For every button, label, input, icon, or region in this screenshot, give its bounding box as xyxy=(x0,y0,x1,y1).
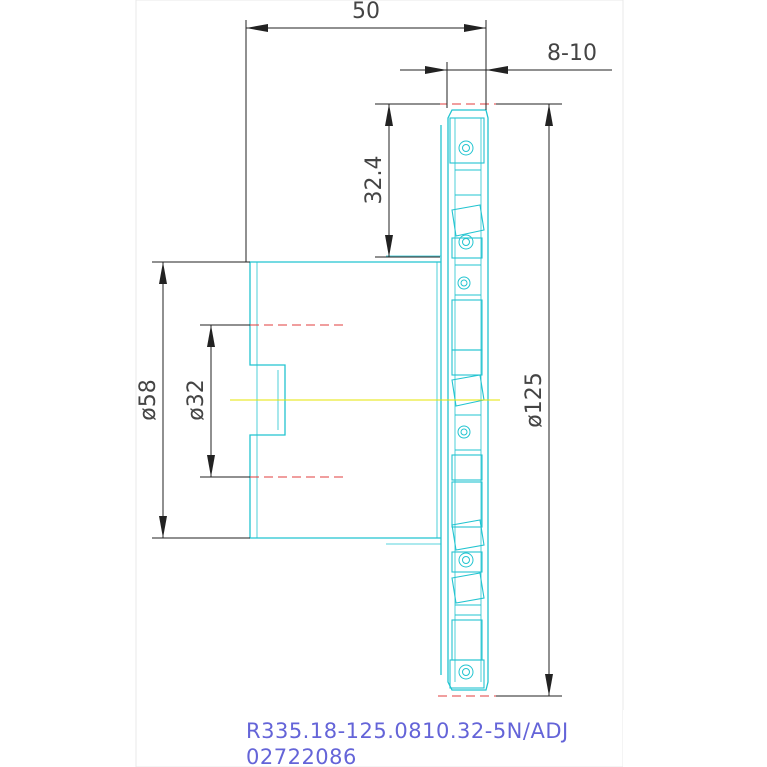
clamp-screws xyxy=(457,140,474,680)
dimension-shank-diameter-label: ø58 xyxy=(136,379,161,420)
dimension-length-label: 50 xyxy=(352,0,380,24)
drawing-frame xyxy=(135,0,624,767)
part-code: 02722086 xyxy=(246,745,357,767)
frame-clip-mask xyxy=(623,710,767,767)
dimension-lines xyxy=(152,20,612,697)
dimension-offset-label: 32.4 xyxy=(362,156,387,205)
dimension-cutter-diameter-label: ø125 xyxy=(522,372,547,427)
dimension-bore-diameter-label: ø32 xyxy=(184,379,209,420)
insert-pockets xyxy=(449,117,485,689)
part-designation: R335.18-125.0810.32-5N/ADJ xyxy=(246,719,569,743)
dimension-insert-width-label: 8-10 xyxy=(547,41,597,66)
cutter-disc-outline xyxy=(447,109,489,691)
